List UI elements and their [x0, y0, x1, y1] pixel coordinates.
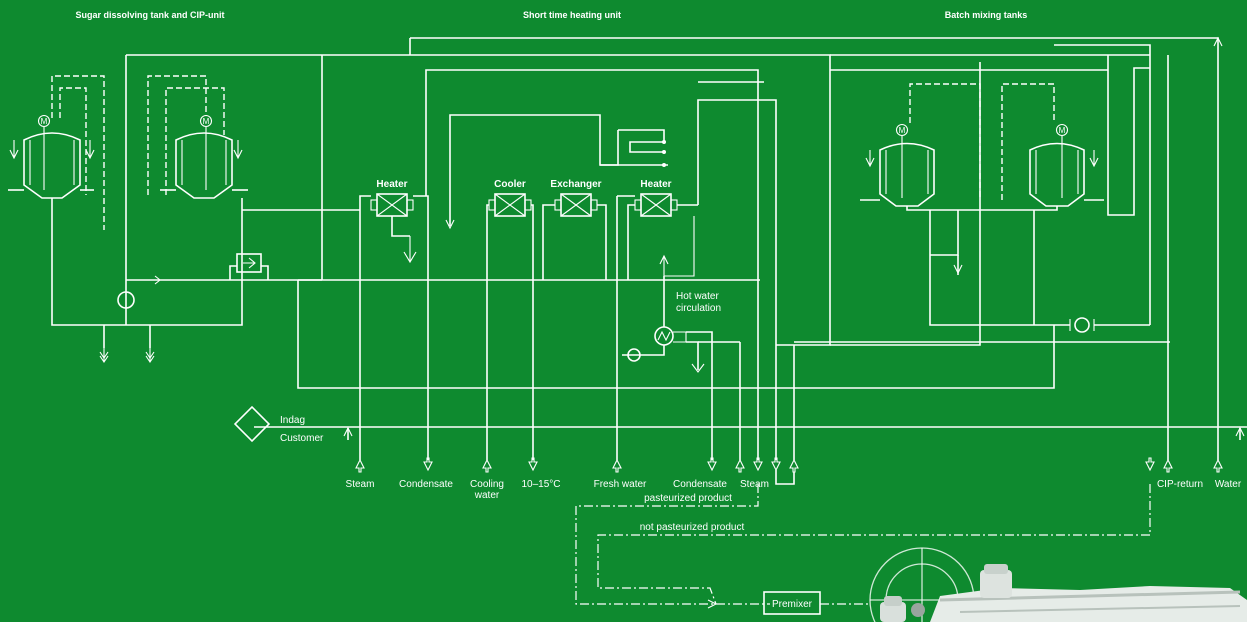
sugar-dissolving-tank-2: M — [160, 114, 248, 199]
boundary-diamond-icon — [233, 405, 271, 443]
filter-icon — [236, 253, 262, 273]
equipment-illustration — [869, 547, 1247, 622]
circulation-line2: circulation — [676, 303, 721, 314]
exchanger-label: Exchanger — [550, 179, 601, 190]
motor-icon: M — [899, 126, 906, 135]
line-pasteurized-label: pasteurized product — [644, 493, 732, 504]
utility-water: Water — [1215, 479, 1242, 490]
utility-condensate-2: Condensate — [673, 479, 727, 490]
cooler-label: Cooler — [494, 179, 526, 190]
batch-mixing-tank-1: M — [860, 123, 935, 207]
utility-temp-range: 10–15°C — [521, 479, 560, 490]
section-title-sugar: Sugar dissolving tank and CIP-unit — [75, 10, 224, 20]
heater-2 — [634, 193, 678, 217]
section-title-heating: Short time heating unit — [523, 10, 621, 20]
heater-1-label: Heater — [376, 179, 407, 190]
premixer: Premixer — [763, 591, 821, 615]
holding-tube-icon — [600, 129, 666, 167]
utility-cip-return: CIP-return — [1157, 479, 1203, 490]
batch-mixing-tank-2: M — [1029, 123, 1104, 207]
section-title-batch: Batch mixing tanks — [945, 10, 1028, 20]
utility-steam-1: Steam — [346, 479, 375, 490]
exchanger — [554, 193, 598, 217]
transfer-pump-icon — [1074, 317, 1090, 333]
cooler — [488, 193, 532, 217]
utility-condensate-1: Condensate — [399, 479, 453, 490]
circulation-pump-icon — [627, 348, 641, 362]
heater-2-label: Heater — [640, 179, 671, 190]
motor-icon: M — [203, 117, 210, 126]
utility-cooling-water-line2: water — [474, 490, 500, 501]
circulation-line1: Hot water — [676, 291, 719, 302]
utility-cooling-water-line1: Cooling — [470, 479, 504, 490]
boundary-customer: Customer — [280, 433, 324, 444]
utility-steam-2: Steam — [740, 479, 769, 490]
motor-icon: M — [41, 117, 48, 126]
line-not-pasteurized-label: not pasteurized product — [640, 522, 745, 533]
utility-arrows — [355, 457, 1223, 473]
premixer-label: Premixer — [772, 599, 813, 610]
motor-icon: M — [1059, 126, 1066, 135]
boundary-supplier: Indag — [280, 415, 305, 426]
heater-1 — [370, 193, 414, 217]
hot-water-heat-exchanger — [654, 326, 674, 346]
utility-fresh-water: Fresh water — [594, 479, 647, 490]
sugar-dissolving-tank-1: M — [8, 114, 95, 199]
pump-icon — [117, 291, 135, 309]
